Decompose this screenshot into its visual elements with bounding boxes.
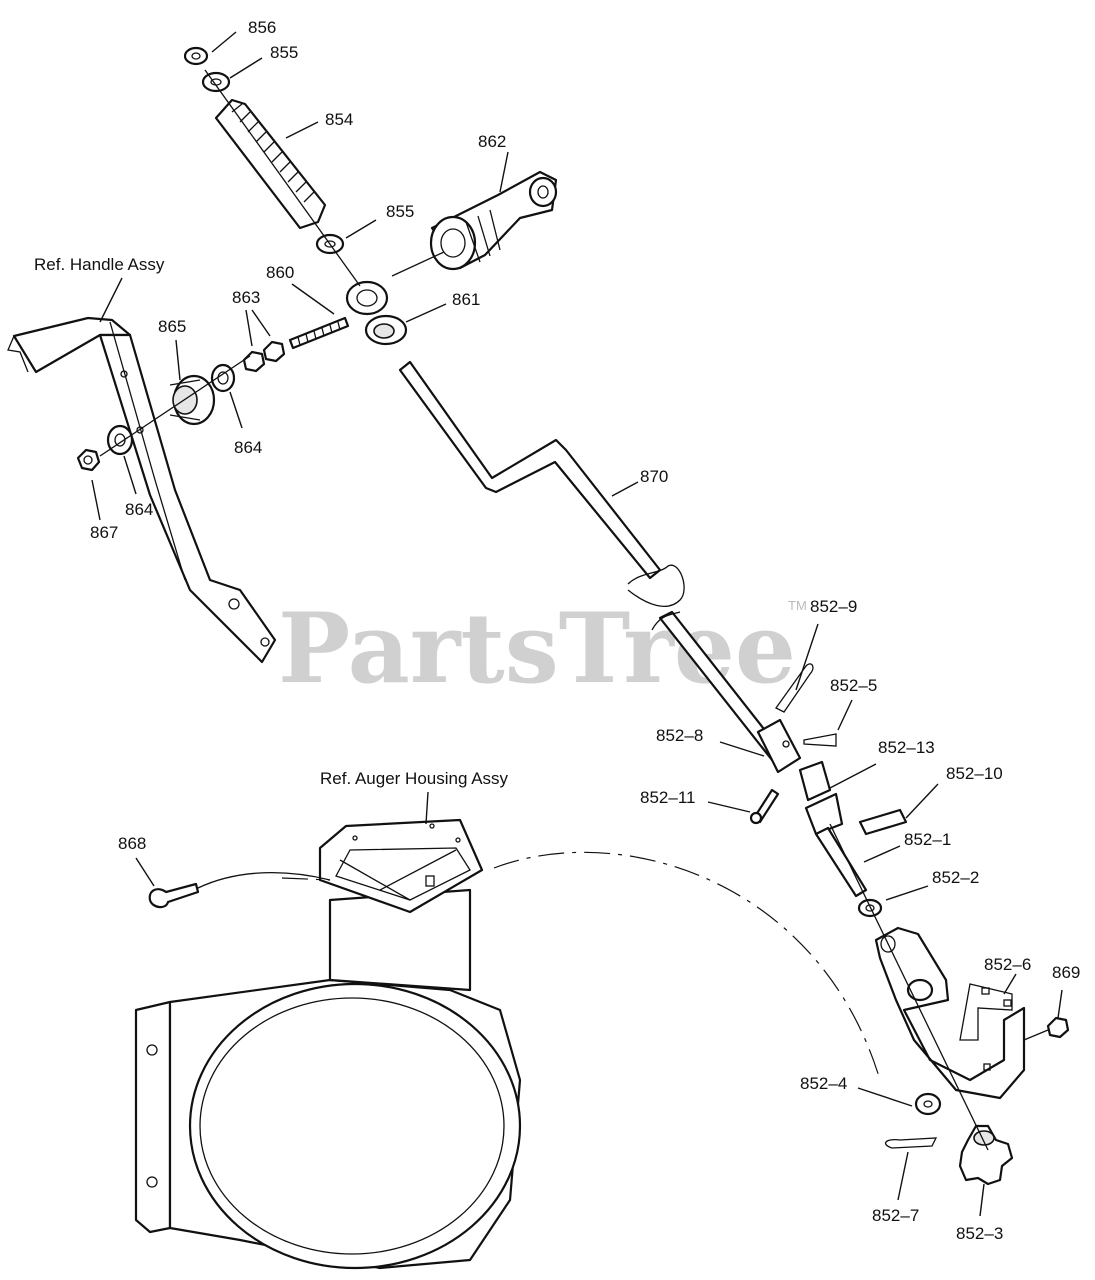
pivot-spacer-865 bbox=[169, 374, 216, 426]
callout-852-4: 852–4 bbox=[800, 1074, 847, 1093]
clevis-pin-852-10 bbox=[858, 808, 908, 836]
trademark-mark: TM bbox=[788, 598, 807, 613]
assembly-line-boot bbox=[391, 251, 445, 277]
callout-855-top: 855 bbox=[270, 43, 298, 62]
assembly-line-lower bbox=[829, 823, 989, 1151]
callout-852-6: 852–6 bbox=[984, 955, 1031, 974]
hair-pin-852-9 bbox=[775, 663, 814, 713]
callout-852-10: 852–10 bbox=[946, 764, 1003, 783]
washer-864-left bbox=[106, 424, 134, 456]
callout-861: 861 bbox=[452, 290, 480, 309]
leader-lines bbox=[91, 31, 1063, 1217]
bushing-861 bbox=[364, 314, 408, 346]
reference-arc-short bbox=[281, 877, 331, 881]
callout-864-left: 864 bbox=[125, 500, 153, 519]
ref-handle-assy-label: Ref. Handle Assy bbox=[34, 255, 165, 274]
shift-boot-862 bbox=[429, 170, 558, 271]
bolt-868-leadline bbox=[197, 872, 331, 889]
auger-housing bbox=[134, 818, 522, 1270]
callout-870: 870 bbox=[640, 467, 668, 486]
assembly-line-grip bbox=[204, 69, 361, 287]
ref-auger-housing-assy-label: Ref. Auger Housing Assy bbox=[320, 769, 509, 788]
handle-bracket bbox=[7, 316, 277, 664]
callout-869: 869 bbox=[1052, 963, 1080, 982]
parts-tree-watermark: PartsTree bbox=[278, 592, 796, 705]
hex-nut-867 bbox=[76, 448, 101, 472]
callout-867: 867 bbox=[90, 523, 118, 542]
cotter-pin-852-5 bbox=[803, 733, 837, 747]
rod-lower-assembly bbox=[756, 718, 868, 898]
clip-852-7 bbox=[884, 1137, 938, 1149]
callout-852-9: 852–9 bbox=[810, 597, 857, 616]
callout-868: 868 bbox=[118, 834, 146, 853]
callout-860: 860 bbox=[266, 263, 294, 282]
callout-855-mid: 855 bbox=[386, 202, 414, 221]
callout-863: 863 bbox=[232, 288, 260, 307]
bolt-852-11-head bbox=[749, 811, 763, 825]
callout-852-1: 852–1 bbox=[904, 830, 951, 849]
washer-852-4 bbox=[914, 1092, 942, 1116]
nut-869 bbox=[1046, 1016, 1070, 1039]
reference-arc bbox=[493, 851, 881, 1081]
callout-856: 856 bbox=[248, 18, 276, 37]
callout-852-5: 852–5 bbox=[830, 676, 877, 695]
callout-852-8: 852–8 bbox=[656, 726, 703, 745]
callout-862: 862 bbox=[478, 132, 506, 151]
gear-852-3 bbox=[958, 1124, 1014, 1186]
callout-852-13: 852–13 bbox=[878, 738, 935, 757]
assembly-line-pivot bbox=[99, 355, 251, 457]
callout-865: 865 bbox=[158, 317, 186, 336]
callout-852-3: 852–3 bbox=[956, 1224, 1003, 1243]
callout-864-right: 864 bbox=[234, 438, 262, 457]
assembly-line-nut bbox=[1023, 1029, 1049, 1041]
callout-852-11: 852–11 bbox=[640, 788, 695, 807]
eye-bolt-860 bbox=[288, 280, 389, 350]
handle-grip-854 bbox=[214, 98, 327, 230]
washer-855-top bbox=[201, 71, 231, 93]
washer-856 bbox=[183, 46, 209, 66]
callout-852-2: 852–2 bbox=[932, 868, 979, 887]
shift-rod-870 bbox=[398, 360, 784, 762]
callout-854: 854 bbox=[325, 110, 353, 129]
callout-852-7: 852–7 bbox=[872, 1206, 919, 1225]
carriage-bolt-868 bbox=[148, 882, 200, 909]
bracket-852-6 bbox=[874, 926, 1026, 1100]
